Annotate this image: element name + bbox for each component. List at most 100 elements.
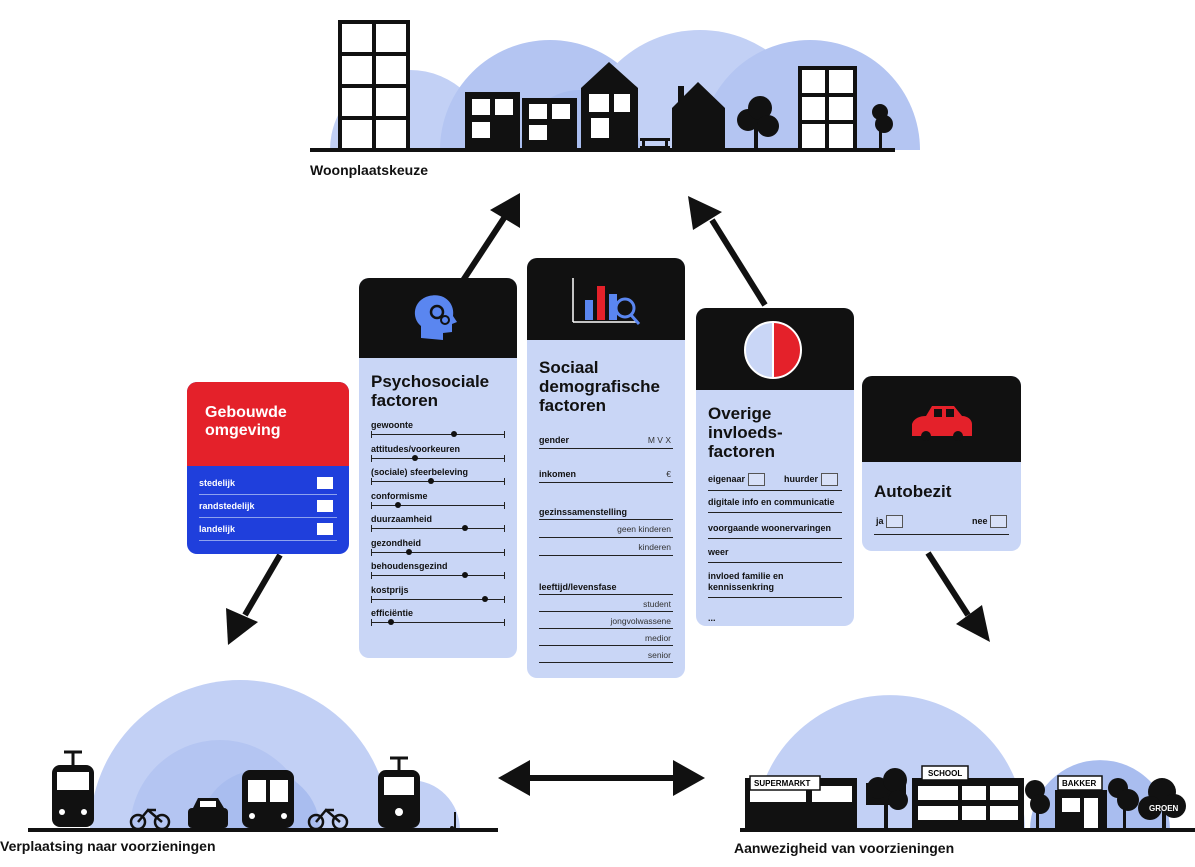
overige-body: eigenaar huurder digitale info en commun… — [696, 467, 854, 626]
sign-bakker: BAKKER — [1062, 779, 1096, 788]
overige-line — [708, 512, 842, 513]
gebouwde-checkbox[interactable] — [317, 500, 333, 512]
card-sociaal-head — [527, 258, 685, 340]
slider-track[interactable] — [371, 525, 505, 532]
slider-label: kostprijs — [371, 584, 409, 595]
sign-school: SCHOOL — [928, 769, 962, 778]
card-overige: Overige invloeds-factoren eigenaar huurd… — [696, 308, 854, 626]
slider-track[interactable] — [371, 595, 505, 603]
card-sociaal-title: Sociaal demografische factoren — [539, 358, 660, 415]
slider-label: behoudensgezind — [371, 561, 448, 571]
slider-tick — [504, 431, 505, 438]
slider-handle[interactable] — [388, 619, 395, 625]
card-gebouwde-head: Gebouwde omgeving — [187, 382, 349, 466]
overige-line — [708, 538, 842, 539]
leeftijd-line — [539, 628, 673, 629]
nee-label: nee — [972, 515, 988, 526]
card-psychosociale-head — [359, 278, 517, 358]
slider-handle[interactable] — [481, 595, 488, 602]
overige-item: voorgaande woonervaringen — [708, 523, 832, 533]
gebouwde-item: landelijk — [199, 518, 337, 541]
eigenaar-label: eigenaar — [708, 473, 746, 484]
slider-label: gewoonte — [371, 420, 413, 430]
overige-item: ... — [708, 613, 716, 623]
gebouwde-checkbox[interactable] — [317, 523, 333, 535]
slider-handle[interactable] — [428, 478, 435, 484]
leeftijd-option: student — [643, 599, 671, 609]
overige-line — [708, 490, 842, 491]
ja-checkbox[interactable] — [886, 515, 904, 528]
card-overige-title: Overige invloeds-factoren — [708, 404, 783, 461]
huurder-label: huurder — [784, 473, 819, 484]
ja-label: ja — [876, 515, 884, 526]
overige-item: digitale info en communicatie — [708, 497, 835, 507]
gezin-line — [539, 555, 673, 556]
top-buildings — [310, 20, 895, 152]
gebouwde-item: randstedelijk — [199, 495, 337, 518]
card-sociaal: Sociaal demografische factoren gender M … — [527, 258, 685, 678]
caption-aanwezigheid: Aanwezigheid van voorzieningen — [734, 840, 955, 856]
slider-tick — [504, 501, 505, 509]
slider-handle[interactable] — [405, 548, 412, 555]
slider-label: duurzaamheid — [371, 514, 433, 524]
gebouwde-item: stedelijk — [199, 472, 337, 495]
slider-tick — [504, 595, 505, 603]
slider-label: conformisme — [371, 490, 428, 501]
inkomen-unit: € — [666, 469, 671, 479]
slider-label: attitudes/voorkeuren — [371, 443, 461, 454]
eigenaar-row: eigenaar — [708, 473, 765, 486]
card-psychosociale-title: Psychosociale factoren — [371, 372, 490, 410]
gebouwde-checkbox[interactable] — [317, 477, 333, 489]
slider-label: efficiëntie — [371, 608, 414, 618]
slider-track[interactable] — [371, 501, 505, 509]
card-gebouwde-title: Gebouwde omgeving — [205, 404, 287, 439]
slider-tick — [371, 525, 372, 532]
slider-tick — [371, 548, 372, 556]
leeftijd-line — [539, 662, 673, 663]
slider-handle[interactable] — [394, 501, 401, 508]
slider-track[interactable] — [371, 548, 505, 556]
slider-handle[interactable] — [412, 454, 419, 461]
slider-track[interactable] — [371, 572, 505, 579]
slider-handle[interactable] — [461, 525, 468, 531]
sign-groen: GROEN — [1149, 804, 1179, 813]
nee-checkbox[interactable] — [990, 515, 1008, 528]
overige-line — [708, 562, 842, 563]
gezin-label: gezinssamenstelling — [539, 507, 628, 517]
autobezit-line — [874, 534, 1009, 535]
slider-tick — [371, 572, 372, 579]
inkomen-line — [539, 482, 673, 483]
slider-track[interactable] — [371, 454, 505, 462]
leeftijd-line — [539, 645, 673, 646]
caption-woonplaatskeuze: Woonplaatskeuze — [310, 162, 428, 178]
slider-handle[interactable] — [451, 431, 458, 437]
leeftijd-label: leeftijd/levensfase — [539, 582, 617, 592]
overige-item: weer — [708, 547, 729, 557]
gebouwde-item-label: landelijk — [199, 524, 236, 534]
overige-item: invloed familie en kennissenkring — [708, 571, 784, 592]
leeftijd-line — [539, 594, 673, 595]
huurder-checkbox[interactable] — [820, 473, 838, 486]
slider-tick — [504, 572, 505, 579]
bottom-left-vehicles — [28, 750, 498, 832]
gezin-line — [539, 519, 673, 520]
slider-track[interactable] — [371, 478, 505, 485]
card-autobezit: Autobezit ja nee — [862, 376, 1021, 551]
slider-track[interactable] — [371, 431, 505, 438]
slider-tick — [504, 478, 505, 485]
card-autobezit-title: Autobezit — [874, 482, 952, 501]
slider-handle[interactable] — [461, 572, 468, 578]
slider-tick — [371, 454, 372, 462]
eigenaar-checkbox[interactable] — [747, 473, 765, 486]
slider-track[interactable] — [371, 619, 505, 626]
half-circle-icon — [744, 321, 802, 379]
gezin-option: geen kinderen — [617, 524, 671, 534]
slider-tick — [371, 478, 372, 485]
card-autobezit-head — [862, 376, 1021, 462]
slider-label: gezondheid — [371, 537, 421, 548]
slider-tick — [371, 595, 372, 603]
huurder-row: huurder — [784, 473, 838, 486]
